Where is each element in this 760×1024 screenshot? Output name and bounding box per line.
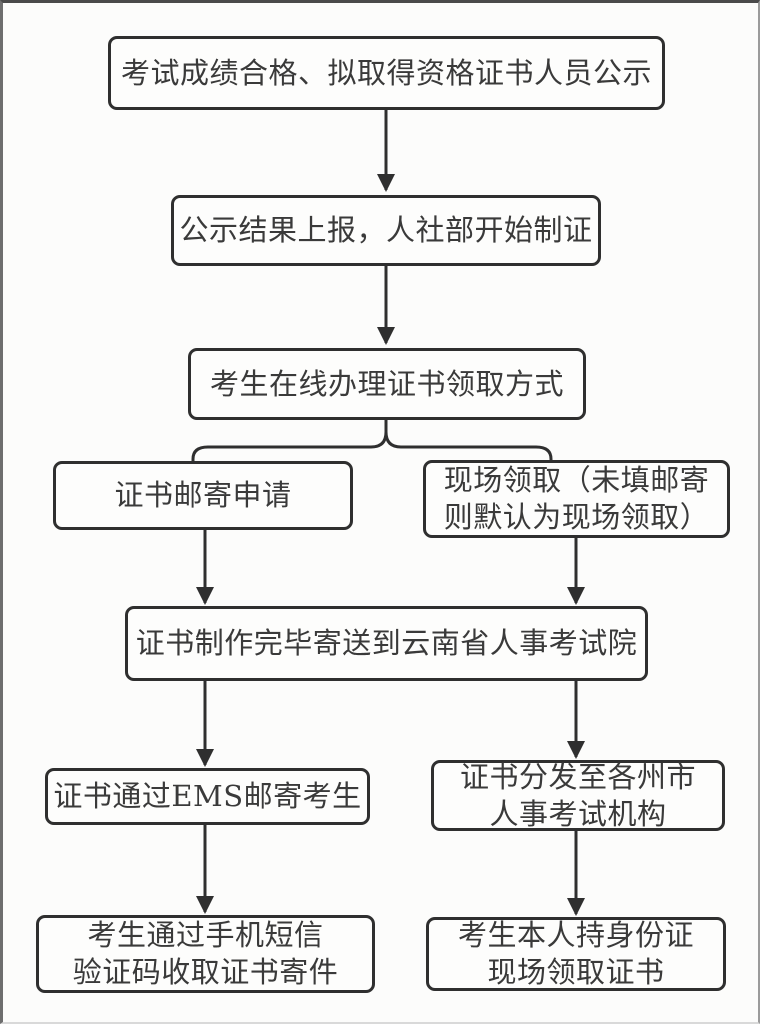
flow-node-id-card: 考生本人持身份证 现场领取证书 [426, 917, 726, 991]
flow-node-ems-mail: 证书通过EMS邮寄考生 [45, 768, 370, 825]
flow-node-id-card-label: 考生本人持身份证 现场领取证书 [457, 918, 694, 989]
flow-node-choose-method: 考生在线办理证书领取方式 [188, 348, 586, 420]
flow-node-ems-mail-label: 证书通过EMS邮寄考生 [53, 779, 362, 813]
flow-node-mail-request: 证书邮寄申请 [53, 461, 353, 530]
flow-node-distribute-label: 证书分发至各州市 人事考试机构 [459, 759, 696, 831]
flow-node-report-label: 公示结果上报，人社部开始制证 [179, 213, 593, 247]
brace-split-connector [191, 418, 553, 464]
flow-node-sms-code-label: 考生通过手机短信 验证码收取证书寄件 [72, 918, 339, 989]
flow-node-report: 公示结果上报，人社部开始制证 [171, 195, 601, 266]
flow-node-mail-request-label: 证书邮寄申请 [114, 478, 292, 512]
flow-node-choose-method-label: 考生在线办理证书领取方式 [209, 366, 564, 401]
flow-node-publicity: 考试成绩合格、拟取得资格证书人员公示 [108, 36, 665, 110]
flow-node-publicity-label: 考试成绩合格、拟取得资格证书人员公示 [120, 55, 652, 90]
flow-node-distribute: 证书分发至各州市 人事考试机构 [431, 760, 725, 831]
flow-node-onsite-default-label: 现场领取（未填邮寄 则默认为现场领取） [443, 463, 710, 534]
flow-node-sms-code: 考生通过手机短信 验证码收取证书寄件 [36, 915, 375, 993]
flow-node-onsite-default: 现场领取（未填邮寄 则默认为现场领取） [423, 460, 730, 538]
flow-node-sent-institute: 证书制作完毕寄送到云南省人事考试院 [125, 606, 648, 681]
flow-node-sent-institute-label: 证书制作完毕寄送到云南省人事考试院 [135, 626, 638, 660]
flowchart-connectors [191, 110, 585, 916]
